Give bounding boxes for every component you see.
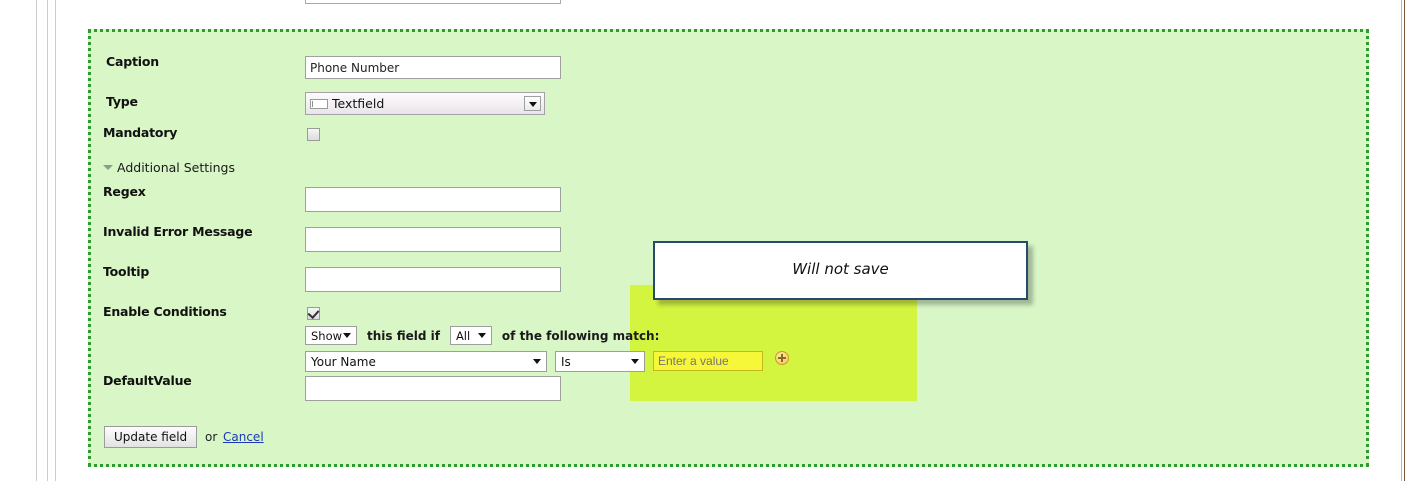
type-select[interactable]: Textfield xyxy=(305,92,545,115)
invalid-error-message-label: Invalid Error Message xyxy=(103,224,253,239)
regex-input[interactable] xyxy=(305,187,561,212)
chevron-down-icon xyxy=(533,359,541,364)
chevron-down-icon xyxy=(477,333,486,338)
highlight-marker xyxy=(630,285,917,401)
textfield-icon xyxy=(310,99,328,109)
update-field-button[interactable]: Update field xyxy=(104,426,198,448)
chevron-down-icon xyxy=(528,101,537,107)
condition-action-select[interactable]: Show xyxy=(305,326,357,345)
page-gutter-rule-3 xyxy=(55,0,56,481)
enable-conditions-label: Enable Conditions xyxy=(103,304,227,319)
mandatory-label: Mandatory xyxy=(103,125,178,140)
additional-settings-label: Additional Settings xyxy=(117,160,235,175)
chevron-down-icon xyxy=(631,359,639,364)
enable-conditions-checkbox[interactable] xyxy=(307,307,320,320)
type-select-value: Textfield xyxy=(332,96,385,111)
page-gutter-rule-1 xyxy=(36,0,37,481)
annotation-callout: Will not save xyxy=(653,241,1028,300)
regex-label: Regex xyxy=(103,184,146,199)
invalid-error-message-input[interactable] xyxy=(305,227,561,252)
default-value-input[interactable] xyxy=(305,376,561,401)
add-condition-icon[interactable] xyxy=(775,351,789,365)
condition-operator-value: Is xyxy=(561,355,571,369)
caption-label: Caption xyxy=(106,54,159,69)
or-text: or xyxy=(205,430,218,444)
condition-value-input[interactable] xyxy=(653,351,763,371)
default-value-label: DefaultValue xyxy=(103,373,192,388)
condition-settings-row: Show this field if All of the following … xyxy=(305,326,665,346)
chevron-down-icon xyxy=(343,333,351,338)
mandatory-checkbox[interactable] xyxy=(307,128,320,141)
condition-text-before: this field if xyxy=(366,328,440,343)
condition-operator-select[interactable]: Is xyxy=(555,351,645,372)
type-label: Type xyxy=(106,94,138,109)
caption-input[interactable] xyxy=(305,56,561,79)
tooltip-label: Tooltip xyxy=(103,264,150,279)
annotation-callout-text: Will not save xyxy=(792,260,889,278)
condition-field-value: Your Name xyxy=(311,355,376,369)
tooltip-input[interactable] xyxy=(305,267,561,292)
page-right-rule xyxy=(1401,0,1402,481)
condition-match-select[interactable]: All xyxy=(449,326,492,345)
condition-field-select[interactable]: Your Name xyxy=(305,351,547,372)
page-right-scroll-edge xyxy=(1404,0,1405,481)
condition-text-after: of the following match: xyxy=(501,328,660,343)
page-gutter-rule-2 xyxy=(47,0,48,481)
cancel-link[interactable]: Cancel xyxy=(223,430,264,444)
condition-match-value: All xyxy=(455,329,471,343)
triangle-down-icon xyxy=(103,165,113,170)
additional-settings-toggle[interactable]: Additional Settings xyxy=(103,160,235,175)
type-select-arrow-button[interactable] xyxy=(524,96,541,111)
condition-action-value: Show xyxy=(311,329,343,343)
previous-row-input[interactable] xyxy=(305,0,561,4)
